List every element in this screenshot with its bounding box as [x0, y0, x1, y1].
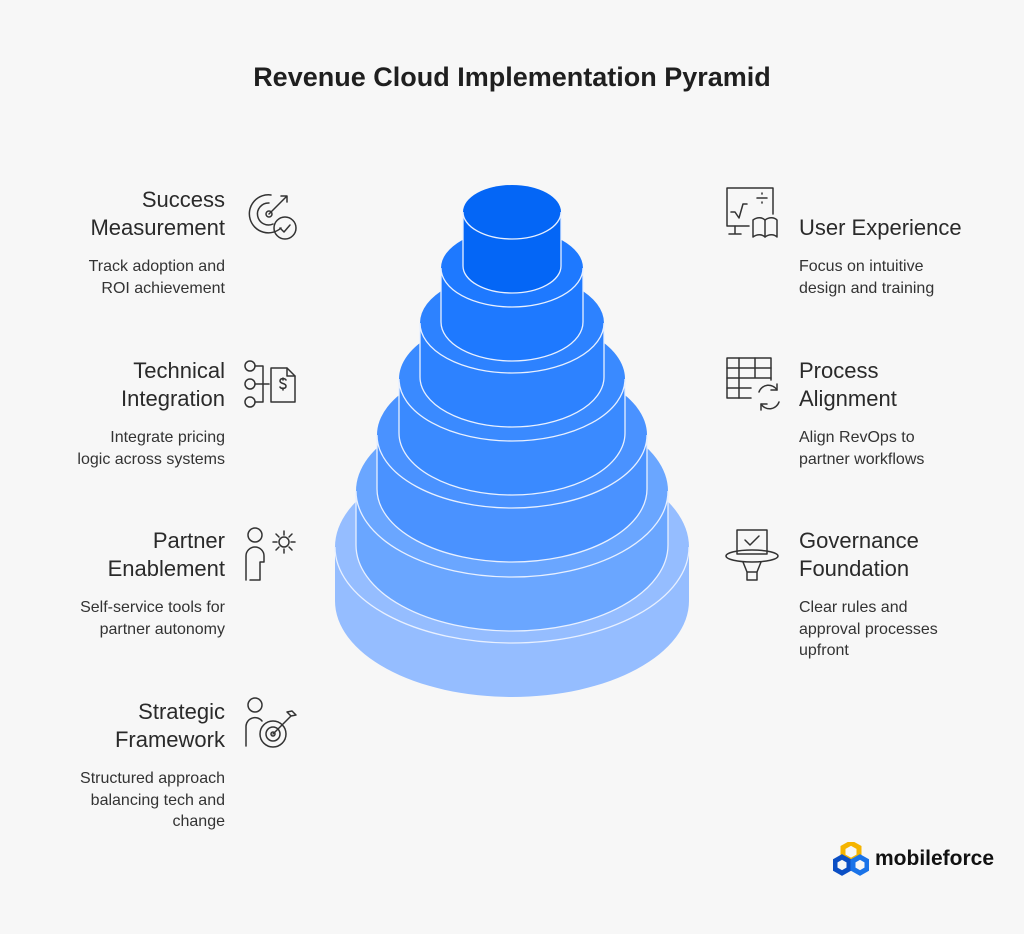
logo-text: mobileforce	[875, 847, 995, 870]
tier-edge	[419, 323, 605, 428]
tier-top-edge	[440, 267, 584, 308]
block-desc: upfront	[799, 642, 849, 659]
tier-edge	[376, 435, 648, 563]
block-desc: partner autonomy	[99, 620, 225, 638]
block-title: Integration	[121, 386, 225, 411]
tier-top-edge	[334, 546, 690, 644]
tier-top-edge	[376, 434, 648, 509]
block-title: Strategic	[138, 699, 225, 724]
block-title: Framework	[114, 727, 225, 752]
person-target-icon	[241, 696, 299, 754]
tier-top-edge	[419, 322, 605, 374]
tier-edge	[440, 268, 584, 362]
tier-top	[463, 185, 561, 239]
person-gear-icon	[241, 526, 299, 584]
tier-top-edge	[398, 378, 626, 442]
block-user-experience: User Experience Focus on intuitive design…	[799, 214, 1019, 299]
table-sync-icon	[723, 354, 781, 412]
block-desc: balancing tech and	[90, 791, 225, 809]
page-title: Revenue Cloud Implementation Pyramid	[253, 62, 771, 92]
tier-top-edge	[355, 490, 669, 578]
block-desc: Track adoption and	[88, 258, 225, 275]
block-title: Measurement	[90, 215, 225, 240]
block-desc: design and training	[799, 279, 935, 297]
block-desc: Clear rules and	[799, 599, 908, 616]
block-desc: Self-service tools for	[80, 599, 225, 616]
block-desc: ROI achievement	[101, 279, 225, 297]
tier-edge	[355, 491, 669, 632]
block-desc: Align RevOps to	[799, 429, 915, 446]
board-book-icon	[723, 184, 781, 242]
block-desc: change	[172, 813, 226, 830]
block-title: Alignment	[799, 386, 897, 411]
tier-edge	[462, 212, 562, 294]
mobileforce-logo-icon	[833, 842, 869, 876]
block-title: Foundation	[799, 556, 910, 581]
block-title: Partner	[152, 528, 225, 553]
block-desc: partner workflows	[799, 450, 925, 468]
integration-dollar-icon	[241, 356, 299, 414]
block-desc: Structured approach	[80, 770, 225, 787]
tier-edge	[398, 379, 626, 496]
block-desc: logic across systems	[77, 450, 225, 468]
block-title: Technical	[133, 358, 225, 383]
ballot-podium-icon	[723, 524, 781, 582]
block-desc: Focus on intuitive	[799, 258, 924, 275]
block-title: Process	[799, 358, 879, 383]
block-title: Success	[141, 187, 225, 212]
block-title: Enablement	[107, 556, 225, 581]
block-desc: Integrate pricing	[110, 429, 225, 446]
block-title: User Experience	[799, 215, 962, 240]
block-title: Governance	[799, 528, 919, 553]
tier-top-edge	[462, 211, 562, 240]
pyramid-tier-1	[462, 185, 562, 294]
brand-logo: mobileforce	[833, 842, 994, 876]
block-desc: approval processes	[799, 620, 938, 638]
target-check-icon	[241, 186, 299, 244]
